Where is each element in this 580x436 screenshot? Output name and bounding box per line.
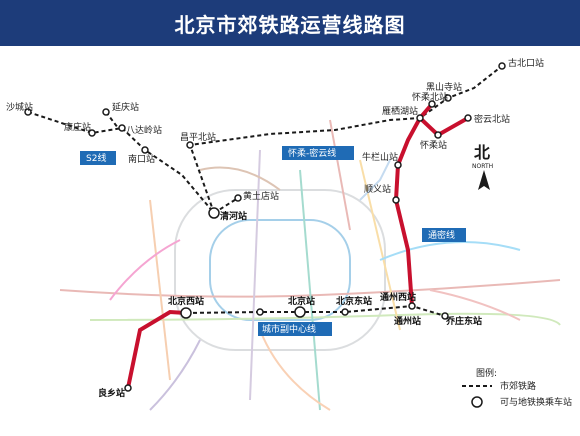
station-huangtudian: 黄土店站: [243, 190, 279, 202]
station-tongzhou-xi: 通州西站: [380, 291, 416, 303]
station-shacheng: 沙城站: [6, 101, 33, 113]
legend-suburban-rail: 市郊铁路: [500, 380, 536, 392]
line-tag-s2-label: S2线: [86, 152, 106, 164]
city-sub-center-line: [185, 304, 446, 317]
station-niulanshan: 牛栏山站: [362, 151, 398, 163]
station-gubeikou: 古北口站: [508, 57, 544, 69]
station-qinghe: 清河站: [220, 210, 247, 222]
station-yanqihu: 雁栖湖站: [382, 105, 418, 117]
station-huairou: 怀柔站: [420, 139, 447, 151]
station-beijing-dong: 北京东站: [336, 295, 372, 307]
line-tag-tongmi-label: 通密线: [428, 229, 455, 241]
line-tag-city-sub-center-label: 城市副中心线: [262, 323, 316, 335]
station-badaling: 八达岭站: [126, 124, 162, 136]
station-liangxiang: 良乡站: [98, 387, 125, 399]
subway-network-background: [59, 119, 561, 411]
station-changping-bei: 昌平北站: [180, 131, 216, 143]
station-kangzhuang: 康庄站: [64, 121, 91, 133]
station-beijing: 北京站: [288, 295, 315, 307]
station-beijing-xi: 北京西站: [168, 295, 204, 307]
station-qiaozhuang-dong: 乔庄东站: [445, 315, 482, 327]
transfer-station-markers: [180, 207, 306, 319]
legend: 图例: 市郊铁路 可与地铁换乘车站: [462, 367, 572, 408]
compass-word: NORTH: [472, 163, 493, 170]
legend-transfer-station: 可与地铁换乘车站: [500, 396, 572, 408]
huairou-miyun-line: [188, 65, 503, 214]
line-tag-city-sub-center: 城市副中心线: [258, 322, 332, 336]
station-nankou: 南口站: [128, 153, 155, 165]
station-yanqing: 延庆站: [112, 101, 139, 113]
compass-icon: 北 NORTH: [472, 143, 493, 190]
rail-map: 沙城站 延庆站 康庄站 八达岭站 南口站 昌平北站 黄土店站 清河站 古北口站 …: [6, 57, 572, 411]
station-heishansi: 黑山寺站: [426, 81, 462, 93]
tongmi-line: [393, 102, 470, 308]
line-tag-huairou-miyun-label: 怀柔-密云线: [288, 147, 336, 159]
liangxiang-line: [126, 309, 188, 390]
line-tag-tongmi: 通密线: [422, 228, 466, 242]
line-tag-huairou-miyun: 怀柔-密云线: [282, 146, 354, 160]
line-tag-s2: S2线: [80, 151, 116, 165]
page-title: 北京市郊铁路运营线路图: [0, 0, 580, 46]
station-tongzhou: 通州站: [394, 315, 421, 327]
legend-title: 图例:: [476, 367, 497, 379]
station-huairou-bei: 怀柔北站: [412, 91, 448, 103]
compass-char: 北: [474, 143, 490, 162]
station-shunyi: 顺义站: [364, 183, 391, 195]
station-miyun-bei: 密云北站: [474, 113, 510, 125]
